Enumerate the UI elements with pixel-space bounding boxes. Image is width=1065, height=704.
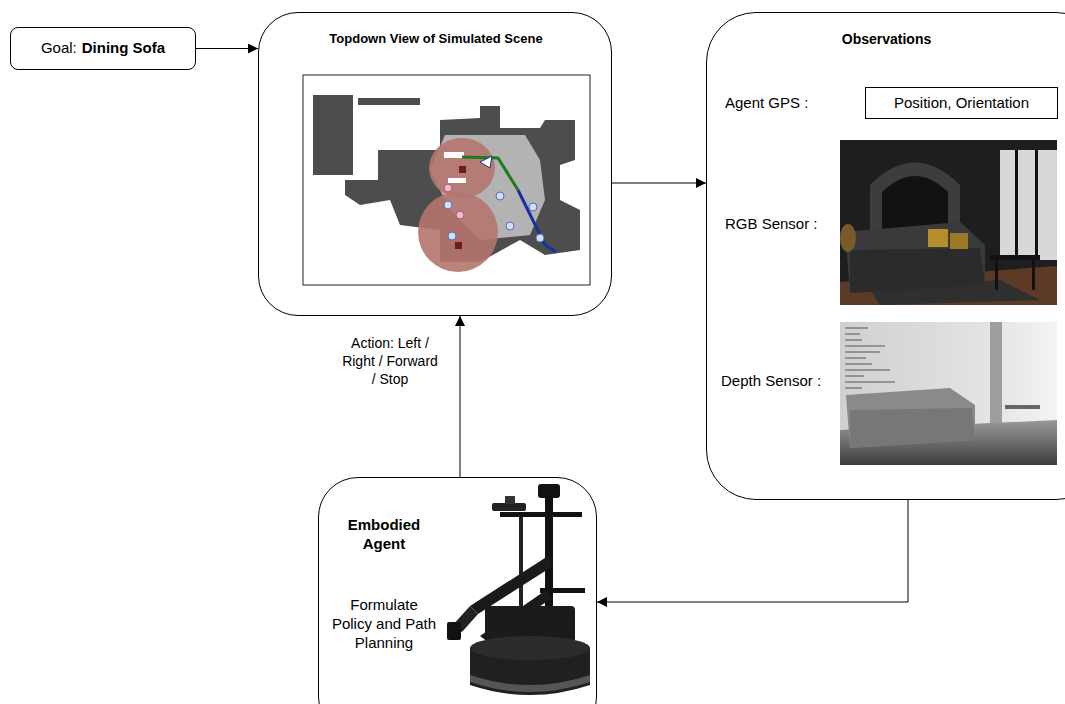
depth-overlay-mark	[845, 340, 862, 341]
depth-table	[1005, 405, 1040, 409]
map-goal-region	[418, 192, 498, 272]
depth-image	[840, 322, 1057, 465]
depth-overlay-mark	[845, 346, 885, 347]
connector-arrow	[196, 48, 258, 49]
panel-title: Observations	[707, 31, 1065, 49]
connector-arrow	[597, 500, 908, 602]
depth-overlay-mark	[845, 388, 862, 389]
map-waypoint	[529, 203, 537, 211]
panel-text: Agent GPS :	[725, 94, 845, 113]
rgb-table	[990, 255, 1040, 260]
text-slot: Topdown View of Simulated Scene	[259, 31, 613, 47]
map-frame	[303, 75, 590, 285]
rgb-window-bar	[1015, 150, 1018, 260]
map-waypoint	[506, 222, 514, 230]
map-waypoint	[536, 234, 544, 242]
scene-panel: Topdown View of Simulated Scene	[258, 12, 612, 316]
robot-camera	[492, 503, 526, 511]
rgb-window	[1000, 150, 1057, 260]
map-gap	[444, 152, 464, 158]
observations-panel: ObservationsAgent GPS : RGB Sensor : Depth…	[706, 12, 1065, 500]
rgb-table-leg	[995, 260, 998, 290]
text-slot: Depth Sensor :	[721, 372, 841, 391]
rgb-image	[840, 140, 1057, 305]
text-slot: RGB Sensor :	[725, 215, 845, 234]
map-goal-marker	[455, 242, 462, 249]
text-slot: Formulate Policy and Path Planning	[329, 596, 439, 652]
edge-label-slot: Action: Left / Right / Forward / Stop	[342, 334, 438, 389]
depth-overlay-mark	[845, 364, 872, 365]
depth-sofa	[846, 388, 975, 448]
map-waypoint	[444, 201, 452, 209]
rgb-background	[840, 140, 1057, 305]
goal-box: Goal: Dining Sofa	[10, 27, 196, 70]
robot-illustration	[447, 484, 590, 695]
text-slot: Observations	[707, 31, 1065, 49]
map-path-green	[462, 157, 518, 190]
map-gap	[448, 178, 466, 183]
rgb-pillow	[928, 229, 948, 247]
rgb-table-leg	[1032, 260, 1035, 290]
connector-arrow	[612, 183, 706, 184]
robot-base-top	[470, 636, 590, 660]
map-path-blue	[518, 190, 556, 252]
rgb-window-bar	[1035, 150, 1038, 260]
rgb-sofa-seat	[850, 248, 985, 293]
map-waypoint	[448, 232, 456, 240]
robot-gripper	[447, 622, 461, 640]
edge-label: Action: Left / Right / Forward / Stop	[342, 334, 438, 389]
depth-overlay-mark	[845, 358, 866, 359]
depth-background	[840, 322, 1057, 465]
panel-title: Topdown View of Simulated Scene	[259, 31, 613, 47]
map-agent	[480, 156, 492, 168]
node-text: Dining Sofa	[82, 39, 165, 58]
depth-overlay-mark	[845, 370, 890, 371]
depth-overlay-mark	[845, 376, 864, 377]
text-slot: Embodied Agent	[331, 516, 437, 554]
depth-sofa-seat	[850, 408, 975, 448]
node-text: Goal:	[41, 39, 77, 58]
panel-text: Formulate Policy and Path Planning	[329, 596, 439, 652]
map-content	[313, 95, 580, 272]
map-goal-marker	[459, 166, 466, 173]
robot-base-rim	[470, 675, 590, 692]
agent-panel: Embodied AgentFormulate Policy and Path …	[318, 477, 597, 704]
rgb-pillow	[950, 233, 968, 249]
depth-overlay-mark	[845, 382, 895, 383]
depth-wall-edge	[990, 322, 1002, 432]
robot-camera-mount	[505, 496, 515, 504]
map-waypoint	[456, 211, 464, 219]
robot-head	[538, 484, 560, 498]
gps-value-box: Position, Orientation	[865, 87, 1058, 119]
map-goal-region	[429, 138, 495, 198]
map-waypoint	[444, 184, 452, 192]
depth-overlay-mark	[845, 352, 880, 353]
panel-title: Embodied Agent	[331, 516, 437, 554]
connector-arrow	[460, 316, 461, 477]
depth-overlay-mark	[845, 328, 868, 329]
robot-plate	[500, 512, 582, 517]
rgb-sofa	[845, 222, 985, 293]
map-waypoint	[496, 192, 504, 200]
node-text: Position, Orientation	[894, 94, 1029, 113]
depth-overlay-mark	[845, 334, 860, 335]
panel-text: Depth Sensor :	[721, 372, 841, 391]
text-slot: Agent GPS :	[725, 94, 845, 113]
rgb-plant	[840, 224, 856, 252]
panel-text: RGB Sensor :	[725, 215, 845, 234]
map-room	[313, 95, 353, 175]
map-room	[358, 98, 420, 105]
topdown-map	[303, 75, 590, 285]
